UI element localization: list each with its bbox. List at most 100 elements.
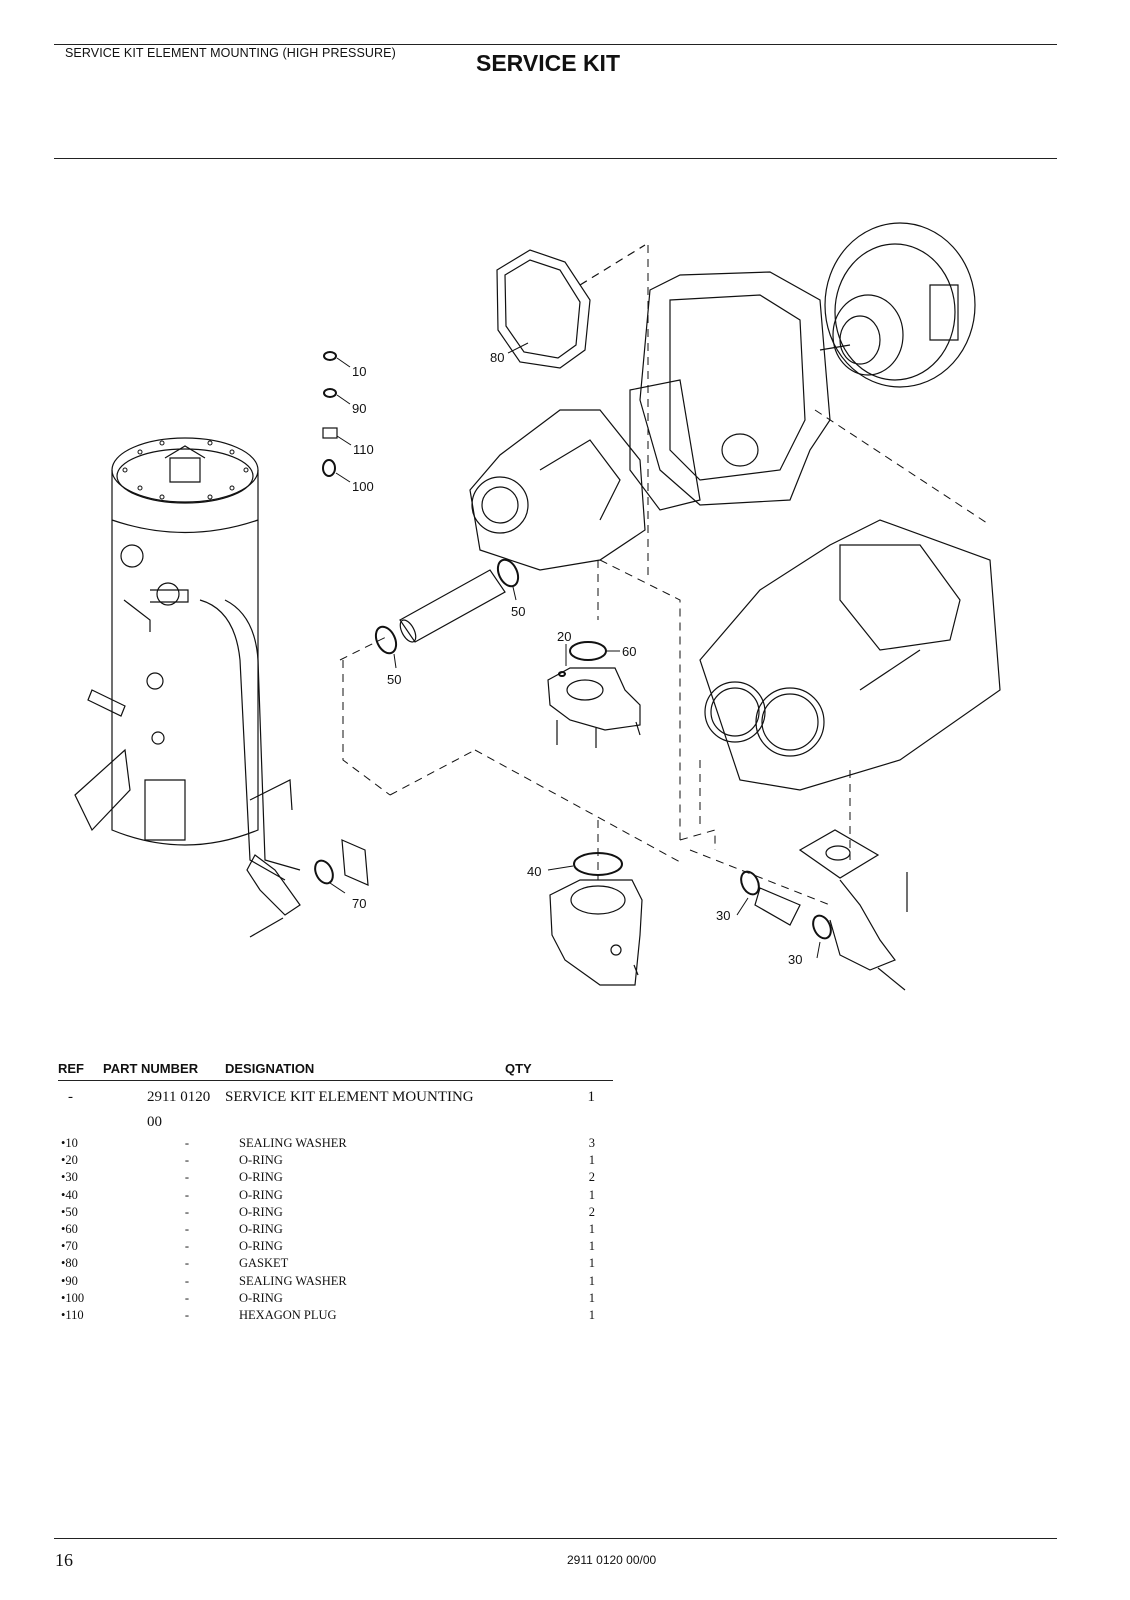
row-ref: •60 xyxy=(61,1222,78,1237)
callout-leaders xyxy=(329,342,821,959)
page-number: 16 xyxy=(55,1550,73,1570)
elbow-illustration xyxy=(246,839,369,938)
table-row-main: - 2911 0120 00 SERVICE KIT ELEMENT MOUNT… xyxy=(58,1081,613,1136)
callout-40: 40 xyxy=(527,864,541,879)
main-qty: 1 xyxy=(587,1089,596,1105)
document-number: 2911 0120 00/00 xyxy=(567,1553,657,1567)
vessel-lid-bolts xyxy=(122,440,249,500)
row-part-number: - xyxy=(184,1170,189,1185)
row-designation: O-RING xyxy=(239,1204,283,1219)
row-qty: 3 xyxy=(588,1136,595,1150)
row-ref: •40 xyxy=(61,1187,78,1202)
motor-flange-illustration xyxy=(819,222,976,388)
o-rings xyxy=(314,351,832,940)
row-designation: O-RING xyxy=(239,1170,283,1185)
row-qty: 1 xyxy=(588,1290,595,1305)
row-part-number: - xyxy=(184,1239,189,1254)
row-qty: 1 xyxy=(588,1187,595,1202)
callout-90: 90 xyxy=(352,401,366,416)
row-designation: SEALING WASHER xyxy=(239,1273,347,1288)
row-qty: 2 xyxy=(588,1204,595,1219)
callout-labels: 10 90 110 100 80 50 50 20 60 40 70 30 30 xyxy=(352,350,802,967)
separator-vessel-illustration xyxy=(74,437,301,881)
callout-10: 10 xyxy=(352,364,366,379)
table-row: •20 - O-RING 1 xyxy=(58,1152,613,1169)
row-qty: 1 xyxy=(588,1308,595,1323)
exploded-parts-diagram: 10 90 110 100 80 50 50 20 60 40 70 30 30 xyxy=(74,222,1001,991)
row-designation: O-RING xyxy=(239,1187,283,1202)
row-designation: O-RING xyxy=(239,1290,283,1305)
row-qty: 1 xyxy=(588,1239,595,1254)
row-ref: •30 xyxy=(61,1170,78,1185)
parts-table: REF PART NUMBER DESIGNATION QTY - 2911 0… xyxy=(58,1061,613,1324)
row-part-number: - xyxy=(184,1187,189,1202)
table-row: •10 - SEALING WASHER 3 xyxy=(58,1135,613,1152)
page-subtitle: SERVICE KIT ELEMENT MOUNTING (HIGH PRESS… xyxy=(65,46,396,60)
col-designation: DESIGNATION xyxy=(225,1061,315,1076)
row-part-number: - xyxy=(184,1222,189,1237)
row-designation: SEALING WASHER xyxy=(239,1136,347,1150)
row-designation: O-RING xyxy=(239,1239,283,1254)
callout-30-right: 30 xyxy=(788,952,802,967)
callout-50-upper: 50 xyxy=(511,604,525,619)
row-part-number: - xyxy=(184,1256,189,1271)
header-top-rule xyxy=(54,44,1057,45)
row-ref: •20 xyxy=(61,1153,78,1168)
row-ref: •70 xyxy=(61,1239,78,1254)
row-qty: 1 xyxy=(588,1256,595,1271)
row-part-number: - xyxy=(184,1136,189,1150)
compressor-block-illustration xyxy=(699,519,1001,791)
lower-flange-illustration xyxy=(549,879,643,986)
oil-pipe-illustration xyxy=(754,829,908,991)
col-ref: REF xyxy=(58,1061,84,1076)
row-ref: •90 xyxy=(61,1273,78,1288)
row-designation: HEXAGON PLUG xyxy=(239,1308,337,1323)
table-row: •60 - O-RING 1 xyxy=(58,1221,613,1238)
page-title: SERVICE KIT xyxy=(476,50,620,76)
table-row: •70 - O-RING 1 xyxy=(58,1238,613,1255)
col-part-number: PART NUMBER xyxy=(103,1061,199,1076)
compressor-element-illustration xyxy=(469,409,646,571)
row-designation: O-RING xyxy=(239,1222,283,1237)
parts-table-header: REF PART NUMBER DESIGNATION QTY xyxy=(58,1061,613,1081)
main-part-number: 2911 0120 00 xyxy=(147,1089,211,1130)
row-designation: GASKET xyxy=(239,1256,289,1271)
row-part-number: - xyxy=(184,1204,189,1219)
callout-70: 70 xyxy=(352,896,366,911)
callout-50-lower: 50 xyxy=(387,672,401,687)
gear-casing-illustration xyxy=(629,271,831,511)
footer-rule xyxy=(54,1538,1057,1539)
callout-80: 80 xyxy=(490,350,504,365)
pipe-illustration xyxy=(399,569,506,643)
row-ref: •80 xyxy=(61,1256,78,1271)
row-qty: 1 xyxy=(588,1273,595,1288)
row-qty: 2 xyxy=(588,1170,595,1185)
callout-20: 20 xyxy=(557,629,571,644)
table-row: •80 - GASKET 1 xyxy=(58,1255,613,1272)
callout-60: 60 xyxy=(622,644,636,659)
assembly-dashed-lines xyxy=(339,245,991,906)
callout-30-left: 30 xyxy=(716,908,730,923)
main-designation: SERVICE KIT ELEMENT MOUNTING xyxy=(225,1089,474,1105)
row-ref: •10 xyxy=(61,1136,78,1150)
row-qty: 1 xyxy=(588,1153,595,1168)
row-qty: 1 xyxy=(588,1222,595,1237)
row-ref: •100 xyxy=(61,1290,85,1305)
row-designation: O-RING xyxy=(239,1153,283,1168)
table-row: •40 - O-RING 1 xyxy=(58,1187,613,1204)
hex-plug-110 xyxy=(322,427,338,439)
gasket-80-illustration xyxy=(496,249,591,369)
valve-housing-illustration xyxy=(547,667,641,748)
row-ref: •110 xyxy=(61,1308,84,1323)
col-qty: QTY xyxy=(505,1061,532,1076)
row-part-number: - xyxy=(184,1153,189,1168)
header-bottom-rule xyxy=(54,158,1057,159)
callout-100: 100 xyxy=(352,479,374,494)
table-row: •30 - O-RING 2 xyxy=(58,1169,613,1186)
main-ref: - xyxy=(68,1089,73,1105)
callout-110: 110 xyxy=(353,442,374,457)
